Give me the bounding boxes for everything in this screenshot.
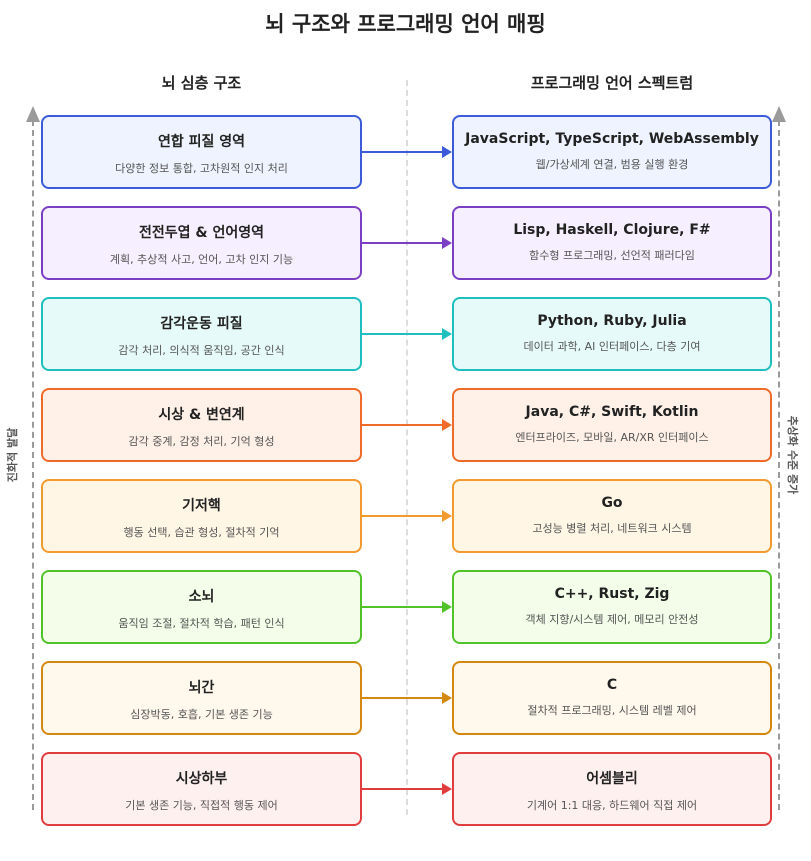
lang-desc: 웹/가상세계 연결, 범용 실행 환경 xyxy=(535,158,689,171)
brain-name: 전전두엽 & 언어영역 xyxy=(139,225,264,241)
left-column-header: 뇌 심층 구조 xyxy=(161,74,242,92)
connector-arrow xyxy=(362,146,452,158)
brain-desc: 다양한 정보 통합, 고차원적 인지 처리 xyxy=(115,162,288,175)
connector-arrow xyxy=(362,419,452,431)
brain-desc: 움직임 조절, 절차적 학습, 패턴 인식 xyxy=(118,617,285,630)
connector-arrow xyxy=(362,510,452,522)
lang-box-java: Java, C#, Swift, Kotlin 엔터프라이즈, 모바일, AR/… xyxy=(452,388,772,462)
lang-box-lisp: Lisp, Haskell, Clojure, F# 함수형 프로그래밍, 선언… xyxy=(452,206,772,280)
brain-desc: 기본 생존 기능, 직접적 행동 제어 xyxy=(125,799,278,812)
lang-desc: 엔터프라이즈, 모바일, AR/XR 인터페이스 xyxy=(515,431,709,444)
brain-box-sensorimotor: 감각운동 피질 감각 처리, 의식적 움직임, 공간 인식 xyxy=(41,297,362,371)
connector-arrow xyxy=(362,601,452,613)
brain-box-association-cortex: 연합 피질 영역 다양한 정보 통합, 고차원적 인지 처리 xyxy=(41,115,362,189)
lang-box-assembly: 어셈블리 기계어 1:1 대응, 하드웨어 직접 제어 xyxy=(452,752,772,826)
brain-name: 감각운동 피질 xyxy=(160,316,243,332)
lang-desc: 데이터 과학, AI 인터페이스, 다층 기여 xyxy=(523,340,701,353)
brain-box-prefrontal: 전전두엽 & 언어영역 계획, 추상적 사고, 언어, 고차 인지 기능 xyxy=(41,206,362,280)
page-title: 뇌 구조와 프로그래밍 언어 매핑 xyxy=(265,12,546,36)
lang-name: Lisp, Haskell, Clojure, F# xyxy=(513,222,711,238)
connector-arrow xyxy=(362,328,452,340)
brain-box-basal-ganglia: 기저핵 행동 선택, 습관 형성, 절차적 기억 xyxy=(41,479,362,553)
brain-box-cerebellum: 소뇌 움직임 조절, 절차적 학습, 패턴 인식 xyxy=(41,570,362,644)
lang-name: Java, C#, Swift, Kotlin xyxy=(525,404,699,420)
connector-arrow xyxy=(362,783,452,795)
brain-desc: 감각 중계, 감정 처리, 기억 형성 xyxy=(128,435,275,448)
lang-box-go: Go 고성능 병렬 처리, 네트워크 시스템 xyxy=(452,479,772,553)
right-axis-label: 추상화 수준 증가 xyxy=(786,415,799,495)
brain-box-hypothalamus: 시상하부 기본 생존 기능, 직접적 행동 제어 xyxy=(41,752,362,826)
lang-desc: 절차적 프로그래밍, 시스템 레벨 제어 xyxy=(527,704,697,717)
brain-name: 시상하부 xyxy=(175,771,228,787)
up-arrow-icon xyxy=(26,106,40,122)
lang-name: Go xyxy=(601,495,623,511)
brain-name: 뇌간 xyxy=(188,680,215,696)
brain-name: 소뇌 xyxy=(188,589,215,605)
lang-desc: 기계어 1:1 대응, 하드웨어 직접 제어 xyxy=(526,799,698,812)
lang-name: 어셈블리 xyxy=(586,771,638,787)
connector-arrow xyxy=(362,692,452,704)
lang-name: C++, Rust, Zig xyxy=(554,586,670,602)
brain-desc: 감각 처리, 의식적 움직임, 공간 인식 xyxy=(118,344,285,357)
brain-desc: 심장박동, 호흡, 기본 생존 기능 xyxy=(130,708,273,721)
brain-name: 시상 & 변연계 xyxy=(158,407,245,423)
lang-desc: 객체 지향/시스템 제어, 메모리 안전성 xyxy=(525,613,699,626)
left-axis-line xyxy=(32,120,34,810)
lang-box-c: C 절차적 프로그래밍, 시스템 레벨 제어 xyxy=(452,661,772,735)
brain-name: 기저핵 xyxy=(182,498,221,514)
lang-name: C xyxy=(606,677,618,693)
lang-box-javascript: JavaScript, TypeScript, WebAssembly 웹/가상… xyxy=(452,115,772,189)
brain-box-thalamus-limbic: 시상 & 변연계 감각 중계, 감정 처리, 기억 형성 xyxy=(41,388,362,462)
lang-name: Python, Ruby, Julia xyxy=(537,313,687,329)
lang-name: JavaScript, TypeScript, WebAssembly xyxy=(465,131,759,147)
brain-name: 연합 피질 영역 xyxy=(157,134,246,150)
up-arrow-icon xyxy=(772,106,786,122)
brain-desc: 행동 선택, 습관 형성, 절차적 기억 xyxy=(123,526,280,539)
lang-desc: 고성능 병렬 처리, 네트워크 시스템 xyxy=(532,522,692,535)
right-column-header: 프로그래밍 언어 스펙트럼 xyxy=(530,74,694,92)
lang-desc: 함수형 프로그래밍, 선언적 패러다임 xyxy=(529,249,695,262)
center-divider xyxy=(406,80,408,815)
left-axis-label: 진화적 발달 xyxy=(6,427,19,483)
lang-box-python: Python, Ruby, Julia 데이터 과학, AI 인터페이스, 다층… xyxy=(452,297,772,371)
brain-box-brainstem: 뇌간 심장박동, 호흡, 기본 생존 기능 xyxy=(41,661,362,735)
connector-arrow xyxy=(362,237,452,249)
lang-box-cpp: C++, Rust, Zig 객체 지향/시스템 제어, 메모리 안전성 xyxy=(452,570,772,644)
brain-desc: 계획, 추상적 사고, 언어, 고차 인지 기능 xyxy=(109,253,294,266)
right-axis-line xyxy=(778,120,780,810)
